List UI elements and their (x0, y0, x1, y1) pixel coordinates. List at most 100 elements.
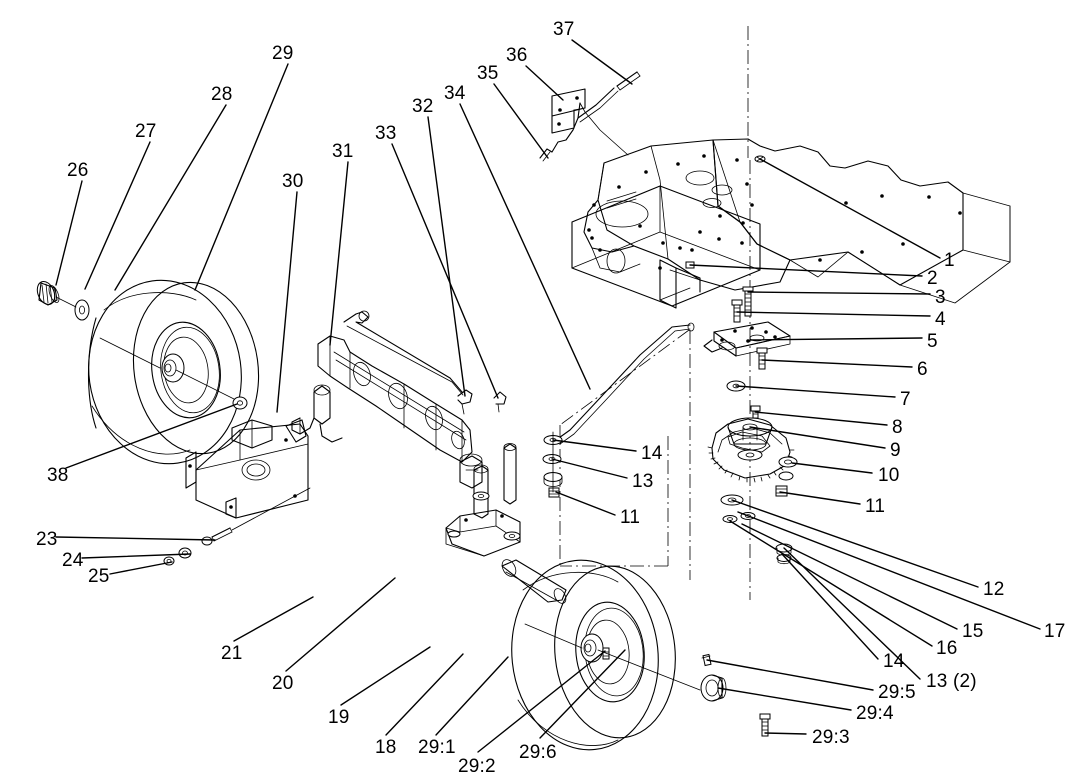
callout-label-c32: 32 (412, 96, 434, 117)
leader-line-37 (571, 39, 633, 85)
leader-line-7 (735, 385, 896, 398)
callout-label-c23: 23 (36, 529, 58, 550)
leader-line-28 (114, 104, 227, 291)
leader-line-27 (84, 141, 151, 290)
callout-label-c37: 37 (553, 19, 575, 40)
callout-label-c4: 4 (935, 309, 946, 330)
leader-line-19 (340, 646, 431, 706)
callout-label-c11a: 11 (620, 507, 641, 528)
parts-23-24-25-pin (163, 487, 311, 566)
callout-label-c14a: 14 (641, 443, 663, 464)
callout-label-c16: 16 (936, 638, 958, 659)
lower-spindle-bracket (445, 443, 567, 604)
part-6-bolt (756, 347, 768, 370)
frame-deck-assembly (571, 138, 1011, 309)
leader-line-29:2 (477, 650, 606, 753)
callout-label-c5: 5 (927, 331, 938, 352)
callout-label-c31: 31 (332, 141, 354, 162)
callout-label-c33: 33 (375, 123, 397, 144)
callout-label-c13b: 13 (2) (926, 671, 977, 692)
leader-line-36 (525, 65, 564, 101)
callout-label-c27: 27 (135, 121, 157, 142)
leader-line-15 (741, 523, 958, 630)
callout-label-c9: 9 (890, 440, 901, 461)
leader-line-35 (493, 83, 549, 159)
leader-line-20 (285, 577, 396, 672)
callout-label-c2: 2 (927, 268, 938, 289)
leader-line-12 (731, 499, 979, 588)
part-11-nut-right (775, 485, 788, 497)
leader-line-33 (391, 143, 499, 399)
part-29-3-screw (759, 713, 771, 737)
leader-line-8 (754, 411, 888, 426)
left-frame-bracket (163, 419, 311, 566)
leader-line-11 (779, 491, 861, 505)
part-3-bolt (742, 286, 754, 317)
callout-label-c20: 20 (272, 673, 294, 694)
right-pivot (459, 453, 483, 489)
callout-label-c15: 15 (962, 621, 984, 642)
leader-line-25 (109, 561, 173, 575)
callout-label-c25: 25 (88, 566, 110, 587)
callout-label-c21: 21 (221, 643, 243, 664)
leader-line-30 (276, 191, 298, 413)
leader-line-132 (783, 547, 921, 680)
leader-line-6 (761, 359, 913, 368)
leader-line-38 (65, 403, 238, 469)
part-10-sector-gear (707, 418, 798, 483)
leader-line-2 (689, 264, 923, 277)
callout-label-c28: 28 (211, 84, 233, 105)
leader-line-29:5 (706, 659, 874, 691)
callout-label-c11b: 11 (865, 496, 886, 517)
callout-label-c10: 10 (878, 465, 900, 486)
callout-label-c7: 7 (900, 389, 911, 410)
hardware-stack-right (703, 286, 798, 565)
leader-line-29 (194, 63, 289, 291)
leader-line-17 (737, 511, 1041, 630)
callout-label-c3: 3 (935, 287, 946, 308)
callout-label-c6: 6 (917, 359, 928, 380)
right-wheel-assembly (511, 559, 771, 751)
leader-line-14 (781, 553, 879, 660)
callout-label-c24: 24 (62, 550, 84, 571)
callout-label-c29_3: 29:3 (812, 727, 850, 748)
leader-line-5 (749, 337, 923, 341)
center-steering-linkage (291, 310, 507, 489)
leader-line-26 (55, 180, 83, 286)
leader-line-32 (427, 116, 466, 397)
callout-label-c29_5: 29:5 (878, 682, 916, 703)
callout-label-c29_2: 29:2 (458, 756, 496, 775)
leader-line-11 (555, 491, 616, 516)
parts-36-37-bracket-rod (539, 71, 641, 162)
part-34-long-rod (555, 322, 695, 445)
part-38-washer (232, 396, 248, 410)
leader-line-18 (385, 653, 464, 736)
leader-line-23 (55, 536, 216, 541)
callout-leader-lines (55, 39, 1041, 753)
leader-line-14 (552, 439, 637, 452)
leader-line-13 (551, 458, 628, 479)
callout-label-c34: 34 (444, 83, 466, 104)
callout-label-c18: 18 (375, 737, 397, 758)
leader-line-10 (791, 462, 873, 474)
callout-label-c29_4: 29:4 (856, 703, 894, 724)
callout-label-c8: 8 (892, 417, 903, 438)
leader-line-21 (233, 596, 314, 642)
callout-label-c35: 35 (477, 63, 499, 84)
leader-line-3 (747, 291, 931, 295)
leader-line-34 (459, 103, 591, 390)
leader-line-29:6 (539, 649, 626, 739)
callout-label-c29_1: 29:1 (418, 737, 456, 758)
callout-label-c30: 30 (282, 171, 304, 192)
left-pivot-barrel (291, 384, 343, 443)
callout-label-c12: 12 (983, 579, 1005, 600)
callout-label-c26: 26 (67, 160, 89, 181)
part-26-cap (36, 280, 60, 306)
leader-line-24 (81, 553, 191, 559)
leader-line-1 (759, 158, 941, 259)
callout-label-c29: 29 (272, 43, 294, 64)
left-wheel-assembly (36, 279, 260, 465)
leader-line-16 (729, 520, 933, 647)
